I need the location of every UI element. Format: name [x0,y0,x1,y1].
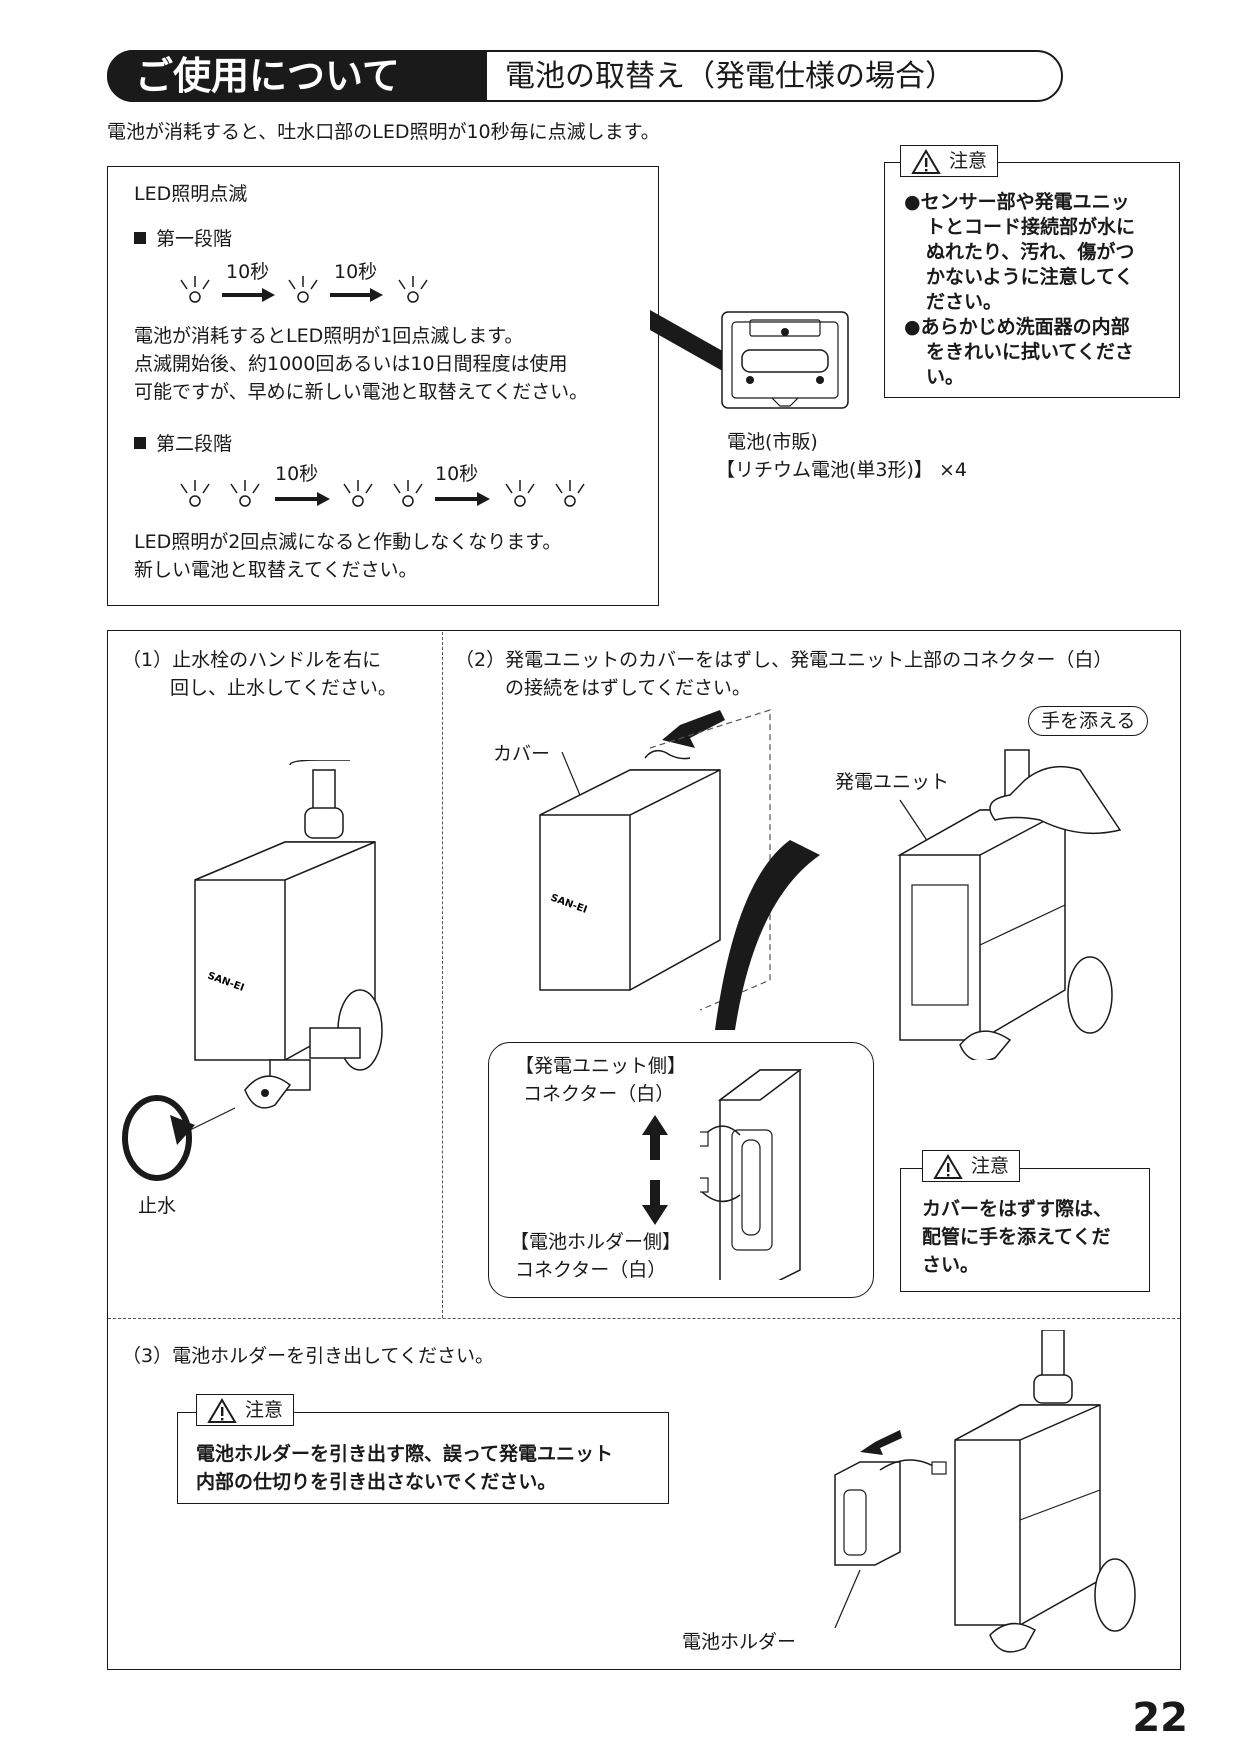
stage1-text-1: 電池が消耗するとLED照明が1回点滅します。 [134,325,524,347]
caution-step2-line-3: さい。 [922,1254,980,1276]
stage1-interval-b: 10秒 [334,261,378,283]
step3-text-1: （3）電池ホルダーを引き出してください。 [122,1345,494,1367]
led-blink-icon [180,276,210,303]
caution-top-line-4: かないように注意してく [926,266,1134,288]
caution-top-line-6: ●あらかじめ洗面器の内部 [904,316,1130,338]
arrow-left-icon [860,1430,902,1455]
caution-top-line-7: をきれいに拭いてくださ [926,341,1134,363]
steps-divider-horizontal [108,1318,1180,1319]
connector-detail-callout [488,1042,874,1298]
arrow-up-down-icon [642,1115,668,1225]
square-bullet-icon [134,437,146,449]
led-heading: LED照明点滅 [134,183,248,205]
caution-step3-line-2: 内部の仕切りを引き出さないでください。 [196,1471,557,1493]
unit-side-connector-label: コネクター（白） [523,1083,675,1105]
caution-tag-step3-text: 注意 [245,1399,284,1421]
arrow-right-icon [222,288,275,302]
stage2-interval-a: 10秒 [275,463,319,485]
stop-water-label: 止水 [138,1195,177,1217]
step2-text-2: の接続をはずしてください。 [505,677,751,699]
led-blink-icon [398,276,428,303]
connector-detail-illustration [700,1069,803,1280]
caution-step2-line-2: 配管に手を添えてくだ [922,1226,1111,1248]
led-blink-icon [505,480,585,507]
caution-tag-step2: 注意 [922,1150,1021,1182]
cover-label: カバー [493,743,551,765]
step1-text-2: 回し、止水してください。 [170,677,397,699]
page-title: ご使用について [135,54,400,98]
stage1-blink-diagram [180,276,428,303]
caution-top-line-8: い。 [926,366,965,388]
step2-text-1: （2）発電ユニットのカバーをはずし、発電ユニット上部のコネクター（白） [455,649,1113,671]
intro-text: 電池が消耗すると、吐水口部のLED照明が10秒毎に点滅します。 [107,121,660,143]
square-bullet-icon [134,232,146,244]
caution-step2-line-1: カバーをはずす際は、 [922,1198,1113,1220]
step3-illustration [834,1330,1136,1653]
led-blink-box [107,166,659,606]
stage2-text-2: 新しい電池と取替えてください。 [134,559,418,581]
stage1-interval-a: 10秒 [226,261,270,283]
stage2-blink-diagram [180,480,585,507]
battery-holder-label: 電池ホルダー [682,1631,797,1653]
holder-side-label: 【電池ホルダー側】 [510,1231,682,1253]
stage1-label: 第一段階 [134,225,232,253]
arrow-right-icon [275,492,330,506]
steps-divider-vertical [442,632,443,1318]
holder-side-connector-label: コネクター（白） [515,1259,667,1281]
caution-box-step3 [177,1412,669,1504]
caution-tag-step3: 注意 [196,1394,295,1426]
caution-step3-line-1: 電池ホルダーを引き出す際、誤って発電ユニット [196,1443,614,1465]
page-subtitle: 電池の取替え（発電仕様の場合） [505,59,955,94]
page-number: 22 [1132,1695,1188,1741]
stage2-text-1: LED照明が2回点滅になると作動しなくなります。 [134,531,562,553]
led-blink-icon [343,480,423,507]
caution-tag-top: 注意 [900,145,999,177]
unit-side-label: 【発電ユニット側】 [515,1055,687,1077]
power-unit-label: 発電ユニット [835,771,950,793]
caution-top-line-3: ぬれたり、汚れ、傷がつ [926,241,1135,263]
step1-illustration: SAN-EI [122,760,383,1181]
header-black-tab [107,50,487,102]
caution-box-top [884,162,1180,398]
spout-led-illustration [650,310,849,409]
caution-top-line-1: ●センサー部や発電ユニッ [904,191,1130,213]
caution-tag-top-text: 注意 [949,150,988,172]
caution-tag-step2-text: 注意 [971,1155,1010,1177]
warning-icon [933,1153,963,1179]
stage1-text-3: 可能ですが、早めに新しい電池と取替えてください。 [134,381,589,403]
led-blink-icon [288,276,318,303]
steps-frame [107,630,1181,1670]
caution-top-line-2: トとコード接続部が水に [926,216,1136,238]
arrow-right-icon [330,288,383,302]
stage2-interval-b: 10秒 [435,463,479,485]
caution-top-line-5: ださい。 [926,291,1003,313]
stage2-label-text: 第二段階 [156,433,233,455]
stage1-label-text: 第一段階 [156,228,233,250]
arrow-right-icon [435,492,490,506]
hand-support-label: 手を添える [1028,706,1149,736]
battery-label-2: 【リチウム電池(単3形)】 ×4 [716,459,967,481]
arrow-left-icon [662,710,725,748]
stage2-label: 第二段階 [134,430,232,458]
warning-icon [207,1397,237,1423]
step1-text-1: （1）止水栓のハンドルを右に [122,649,382,671]
caution-box-step2 [900,1168,1150,1292]
led-blink-icon [180,480,260,507]
step2-illustration: SAN-EI [539,709,1122,1060]
stage1-text-2: 点滅開始後、約1000回あるいは10日間程度は使用 [134,353,568,375]
warning-icon [911,148,941,174]
battery-label-1: 電池(市販) [727,431,818,453]
